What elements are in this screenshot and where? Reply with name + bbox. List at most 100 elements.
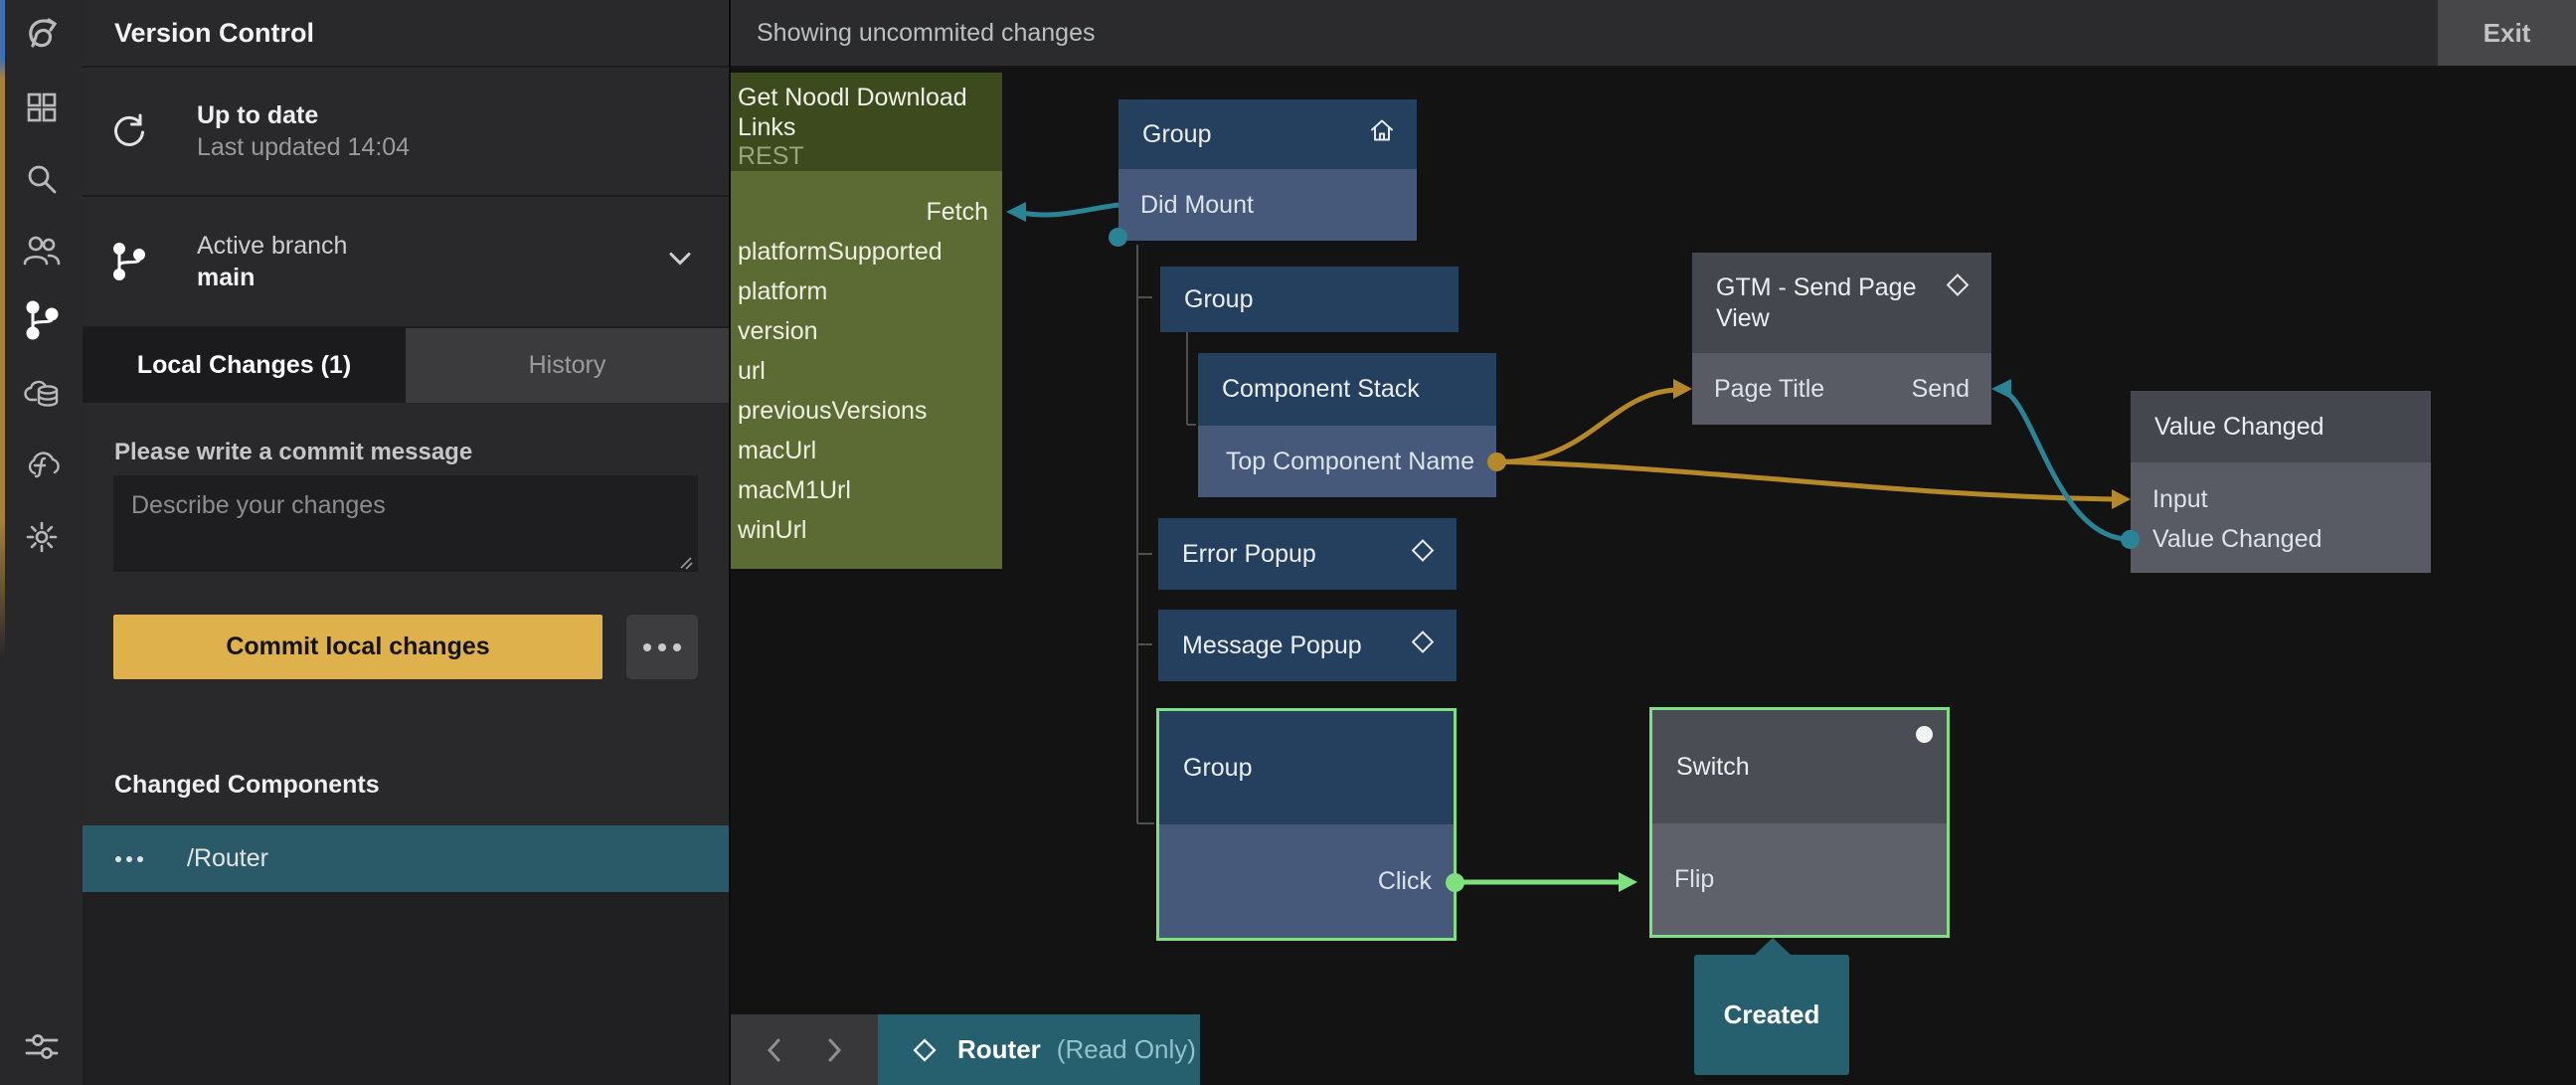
node-header: Switch	[1652, 710, 1947, 823]
diamond-icon	[1409, 629, 1437, 663]
tab-history[interactable]: History	[406, 328, 729, 403]
commit-message-label: Please write a commit message	[114, 439, 473, 465]
more-options-button[interactable]	[626, 615, 698, 679]
node-header: Component Stack	[1198, 353, 1496, 426]
node-group-root[interactable]: Group Did Mount	[1109, 99, 1417, 247]
settings-gear-icon[interactable]	[20, 515, 64, 559]
port-output[interactable]: url	[738, 356, 766, 385]
callout-arrow	[1754, 938, 1792, 956]
changed-component-name: /Router	[187, 844, 268, 872]
node-title: Error Popup	[1182, 539, 1316, 568]
status-text: Showing uncommited changes	[757, 18, 1096, 47]
node-ports-row: Page Title Send	[1692, 353, 1991, 425]
diamond-icon	[1409, 537, 1437, 572]
active-branch-section[interactable]: Active branch main	[83, 197, 729, 328]
node-graph-canvas[interactable]: Get Noodl Download Links REST Fetch plat…	[731, 68, 2576, 1085]
port-page-title[interactable]: Page Title	[1714, 374, 1825, 403]
back-chevron-icon[interactable]	[760, 1033, 789, 1067]
port-output[interactable]: previousVersions	[738, 396, 928, 425]
tab-local-changes[interactable]: Local Changes (1)	[83, 328, 406, 403]
node-title: Group	[1183, 753, 1253, 782]
sync-status-subtitle: Last updated 14:04	[197, 133, 411, 161]
refresh-icon[interactable]	[110, 111, 150, 151]
node-header: Message Popup	[1158, 610, 1457, 681]
cloud-functions-icon[interactable]	[20, 443, 64, 486]
cloud-data-icon[interactable]	[20, 371, 64, 415]
component-tab-router[interactable]: Router (Read Only)	[878, 1014, 1200, 1085]
node-title: Get Noodl Download Links	[738, 84, 967, 141]
node-component-stack[interactable]: Component Stack Top Component Name	[1198, 353, 1506, 497]
output-port-dot[interactable]	[1446, 873, 1464, 892]
node-value-changed[interactable]: Value Changed Input Value Changed	[2121, 391, 2431, 573]
node-group-child[interactable]: Group	[1160, 267, 1459, 332]
noodl-logo-icon[interactable]	[20, 14, 64, 58]
output-port-dot[interactable]	[1109, 228, 1127, 247]
port-input[interactable]: Input	[2152, 484, 2208, 513]
port-click[interactable]: Click	[1159, 824, 1454, 938]
port-output[interactable]: macM1Url	[738, 475, 851, 504]
diamond-icon	[910, 1035, 940, 1065]
chevron-down-icon[interactable]	[665, 250, 695, 274]
port-output[interactable]: platformSupported	[738, 237, 943, 266]
sync-status-title: Up to date	[197, 101, 319, 129]
node-header: Group	[1160, 267, 1459, 332]
port-output[interactable]: platform	[738, 276, 828, 305]
node-title: Group	[1142, 119, 1212, 148]
node-title: Group	[1184, 284, 1254, 313]
node-switch[interactable]: Switch Flip	[1649, 707, 1950, 938]
node-body: Input Value Changed	[2131, 462, 2431, 573]
node-subtitle: REST	[738, 142, 804, 170]
node-title: Switch	[1676, 752, 1750, 781]
branch-name: main	[197, 264, 256, 291]
commit-section: Please write a commit message Commit loc…	[83, 403, 729, 731]
tab-readonly-badge: (Read Only)	[1056, 1034, 1196, 1064]
node-header: GTM - Send Page View	[1692, 253, 1991, 353]
port-did-mount[interactable]: Did Mount	[1118, 169, 1417, 241]
collaboration-users-icon[interactable]	[20, 229, 64, 272]
node-message-popup[interactable]: Message Popup	[1158, 610, 1457, 681]
port-output[interactable]: version	[738, 316, 818, 345]
node-gtm-send-page-view[interactable]: GTM - Send Page View Page Title Send	[1692, 253, 1991, 425]
branch-label: Active branch	[197, 232, 348, 260]
component-dots-icon	[115, 855, 143, 862]
node-title: GTM - Send Page View	[1716, 272, 1917, 332]
port-value-changed[interactable]: Value Changed	[2152, 524, 2322, 553]
node-group-selected[interactable]: Group Click	[1156, 708, 1464, 941]
exit-button[interactable]: Exit	[2438, 0, 2576, 66]
node-body: Fetch platformSupported platform version…	[731, 171, 1002, 569]
components-grid-icon[interactable]	[20, 86, 64, 129]
node-header: Group	[1159, 711, 1454, 824]
node-header: Value Changed	[2131, 391, 2431, 462]
home-icon	[1367, 116, 1397, 153]
port-output[interactable]: macUrl	[738, 436, 817, 464]
node-header: Group	[1118, 99, 1417, 169]
version-control-panel: Version Control Up to date Last updated …	[83, 0, 731, 1085]
commit-local-changes-button[interactable]: Commit local changes	[113, 615, 602, 679]
state-dot-icon	[1916, 726, 1933, 743]
git-branch-icon	[110, 242, 150, 281]
port-output[interactable]: winUrl	[738, 515, 807, 544]
commit-message-input[interactable]	[113, 475, 698, 572]
changed-component-row[interactable]: /Router	[83, 825, 729, 892]
panel-title: Version Control	[83, 0, 729, 68]
accent-edge-strip	[0, 0, 5, 696]
port-flip[interactable]: Flip	[1652, 823, 1947, 935]
port-send[interactable]: Send	[1911, 374, 1970, 403]
output-port-dot[interactable]	[2121, 530, 2140, 549]
sync-status-section[interactable]: Up to date Last updated 14:04	[83, 68, 729, 197]
node-title: Message Popup	[1182, 631, 1362, 659]
port-fetch[interactable]: Fetch	[926, 197, 988, 226]
node-title: Component Stack	[1222, 375, 1420, 403]
node-header: Get Noodl Download Links REST	[731, 73, 1002, 171]
search-icon[interactable]	[20, 157, 64, 201]
version-control-branch-icon[interactable]	[20, 298, 64, 342]
node-error-popup[interactable]: Error Popup	[1158, 518, 1457, 590]
changed-components-heading: Changed Components	[83, 731, 729, 825]
node-rest[interactable]: Get Noodl Download Links REST Fetch plat…	[731, 73, 1002, 569]
forward-chevron-icon[interactable]	[819, 1033, 849, 1067]
node-title: Value Changed	[2154, 412, 2324, 441]
preferences-sliders-icon[interactable]	[20, 1024, 64, 1068]
output-port-dot[interactable]	[1487, 452, 1506, 471]
node-header: Error Popup	[1158, 518, 1457, 590]
port-top-component-name[interactable]: Top Component Name	[1198, 426, 1496, 497]
